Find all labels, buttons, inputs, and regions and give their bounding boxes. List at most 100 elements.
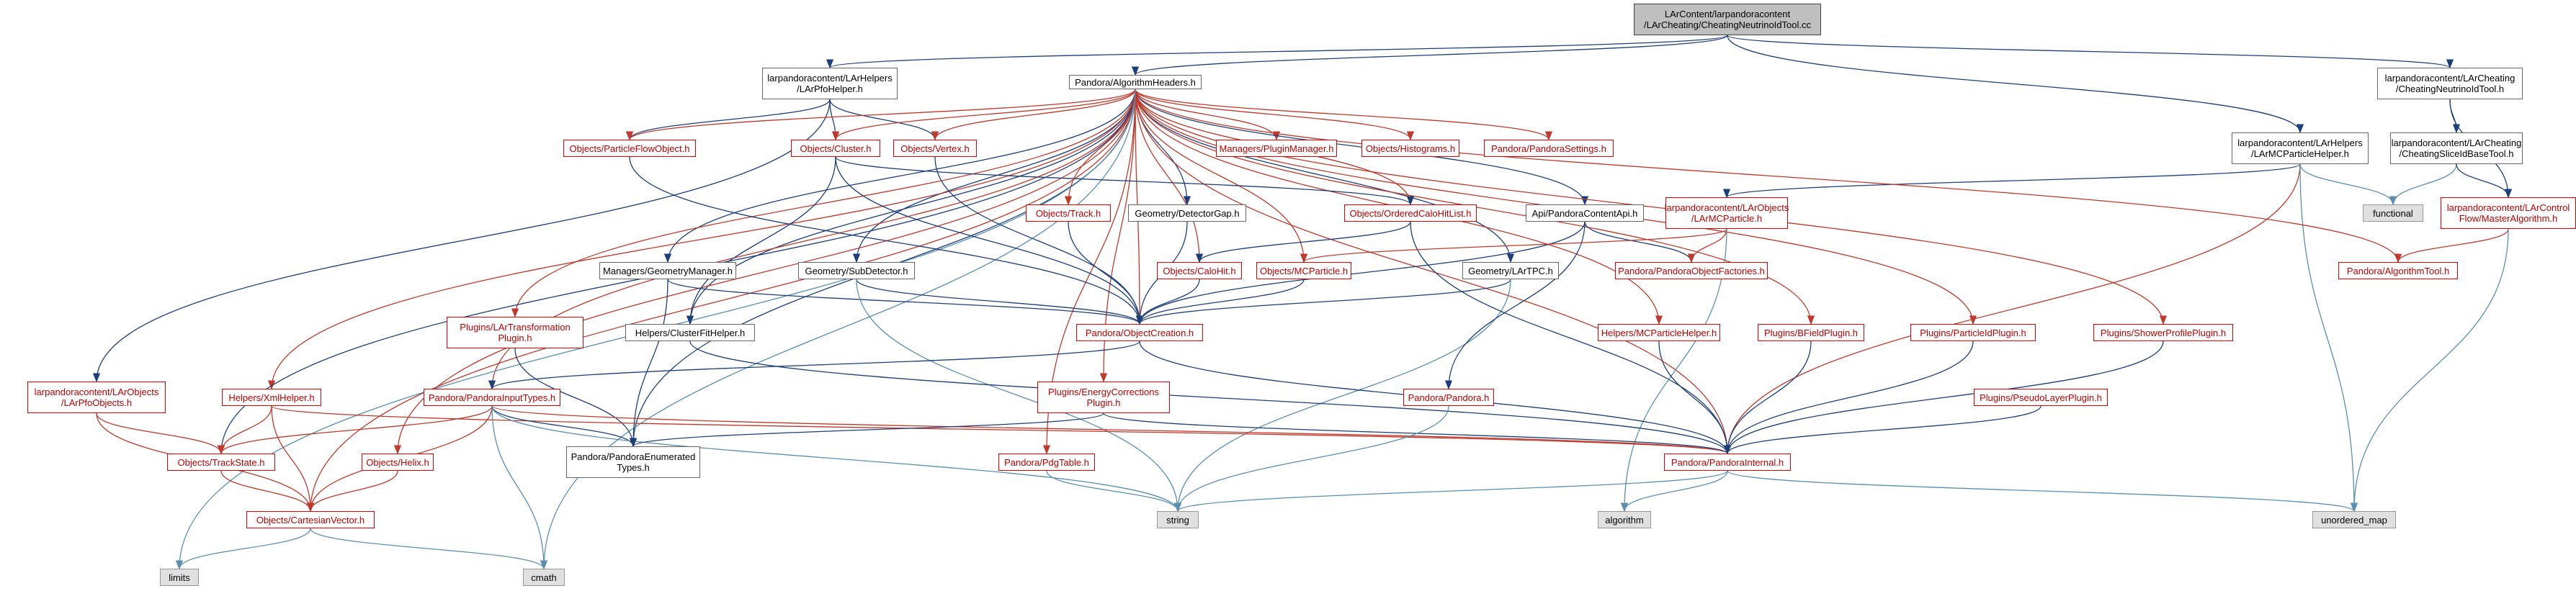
node-pdgtable[interactable]: Pandora/PdgTable.h: [998, 454, 1095, 471]
node-label: Pandora/AlgorithmHeaders.h: [1075, 76, 1196, 88]
edge-lpfoobjects-to-trackstate: [96, 412, 225, 455]
edge-algheaders-to-vertex: [931, 89, 1136, 141]
edge-lpfohelperh-to-cluster: [829, 99, 840, 141]
edge-algheaders-to-lartpc: [1135, 89, 1515, 263]
node-subdet[interactable]: Geometry/SubDetector.h: [798, 262, 915, 279]
edge-inputtypes-to-enumtypes: [491, 405, 638, 448]
node-label: Plugins/PseudoLayerPlugin.h: [1980, 392, 2102, 403]
node-label: Api/PandoraContentApi.h: [1531, 207, 1638, 219]
node-geommgr[interactable]: Managers/GeometryManager.h: [599, 262, 736, 279]
edge-pcapi-to-objfactories: [1584, 221, 1696, 263]
edge-algheaders-to-subdet: [852, 89, 1136, 263]
node-transplugin[interactable]: Plugins/LArTransformation Plugin.h: [447, 317, 583, 348]
edge-algheaders-to-pfoobj: [626, 89, 1136, 141]
edge-internal-to-algorithm: [1620, 470, 1728, 513]
node-pcapi[interactable]: Api/PandoraContentApi.h: [1526, 204, 1644, 222]
edge-lartpc-to-string: [1173, 279, 1511, 513]
edge-lpfohelperh-to-pfoobj: [625, 99, 831, 141]
edge-algheaders-to-helix: [393, 89, 1136, 455]
node-enumtypes[interactable]: Pandora/PandoraEnumerated Types.h: [566, 446, 700, 478]
edge-algheaders-to-calohit: [1135, 89, 1204, 263]
edge-internal-to-unordered: [1727, 470, 2358, 513]
node-orderedcalo[interactable]: Objects/OrderedCaloHitList.h: [1344, 204, 1477, 222]
node-label: LArContent/larpandoracontent /LArCheatin…: [1644, 9, 1811, 30]
edge-cluster-to-orderedcalo: [835, 156, 1414, 206]
node-objfactories[interactable]: Pandora/PandoraObjectFactories.h: [1615, 262, 1768, 279]
edge-algheaders-to-clusterfit: [686, 89, 1136, 325]
node-lartpc[interactable]: Geometry/LArTPC.h: [1462, 262, 1559, 279]
edge-internal-to-string: [1174, 470, 1728, 513]
node-xmlhelper[interactable]: Helpers/XmlHelper.h: [222, 389, 321, 406]
node-algheaders[interactable]: Pandora/AlgorithmHeaders.h: [1069, 75, 1202, 89]
node-lpfoobjects[interactable]: larpandoracontent/LArObjects /LArPfoObje…: [27, 382, 166, 413]
edge-energycorr-to-internal: [1103, 412, 1731, 455]
edge-energycorr-to-enumtypes: [630, 412, 1104, 448]
node-pfoobj[interactable]: Objects/ParticleFlowObject.h: [563, 140, 696, 157]
edge-masteralg-to-unordered: [2350, 228, 2509, 513]
node-cluster[interactable]: Objects/Cluster.h: [791, 140, 880, 157]
edge-cluster-to-objcreation: [835, 156, 1144, 325]
node-label: Objects/Helix.h: [366, 456, 429, 468]
node-label: Pandora/PandoraInputTypes.h: [428, 392, 556, 403]
node-label: Objects/Cluster.h: [800, 143, 872, 154]
node-pandorasettings[interactable]: Pandora/PandoraSettings.h: [1484, 140, 1614, 157]
node-track[interactable]: Objects/Track.h: [1026, 204, 1111, 222]
edge-slicetool-to-masteralg: [2456, 163, 2513, 199]
node-label: functional: [2373, 207, 2413, 219]
node-label: Geometry/LArTPC.h: [1468, 265, 1553, 276]
node-label: Objects/OrderedCaloHitList.h: [1349, 207, 1472, 219]
node-vertex[interactable]: Objects/Vertex.h: [893, 140, 977, 157]
node-pidplugin[interactable]: Plugins/ParticleIdPlugin.h: [1910, 324, 2036, 341]
node-label: Pandora/PandoraEnumerated Types.h: [571, 451, 696, 473]
edge-mcphelper-to-lmcparticle: [1723, 163, 2301, 199]
node-label: larpandoracontent/LArCheating /CheatingN…: [2384, 73, 2515, 94]
edge-showerplugin-to-internal: [1723, 340, 2164, 455]
edge-cartesian-to-cmath: [310, 528, 548, 570]
edge-algheaders-to-pandorasettings: [1135, 89, 1553, 141]
node-bfield[interactable]: Plugins/BFieldPlugin.h: [1758, 324, 1864, 341]
node-pseudolayer[interactable]: Plugins/PseudoLayerPlugin.h: [1974, 389, 2108, 406]
edge-pandorah-to-string: [1173, 405, 1449, 513]
node-showerplugin[interactable]: Plugins/ShowerProfilePlugin.h: [2093, 324, 2233, 341]
node-inputtypes[interactable]: Pandora/PandoraInputTypes.h: [424, 389, 560, 406]
node-calohit[interactable]: Objects/CaloHit.h: [1157, 262, 1242, 279]
node-algtool[interactable]: Pandora/AlgorithmTool.h: [2338, 262, 2458, 279]
edge-algheaders-to-showerplugin: [1135, 89, 2168, 325]
node-masteralg[interactable]: larpandoracontent/LArControl Flow/Master…: [2441, 197, 2576, 229]
node-cmath: cmath: [523, 569, 565, 586]
node-histograms[interactable]: Objects/Histograms.h: [1361, 140, 1459, 157]
edge-helix-to-cartesian: [306, 470, 398, 513]
edge-algheaders-to-pluginmgr: [1135, 89, 1281, 141]
node-pluginmgr[interactable]: Managers/PluginManager.h: [1216, 140, 1337, 157]
node-label: Helpers/MCParticleHelper.h: [1601, 327, 1717, 338]
node-cartesian[interactable]: Objects/CartesianVector.h: [246, 511, 375, 528]
node-lpfohelperh[interactable]: larpandoracontent/LArHelpers /LArPfoHelp…: [762, 68, 898, 99]
node-label: Objects/TrackState.h: [177, 456, 265, 468]
node-unordered: unordered_map: [2312, 511, 2396, 528]
node-objcreation[interactable]: Pandora/ObjectCreation.h: [1076, 324, 1203, 341]
node-internal[interactable]: Pandora/PandoraInternal.h: [1664, 454, 1791, 471]
node-label: Pandora/PandoraInternal.h: [1671, 456, 1784, 468]
node-mcparticle[interactable]: Objects/MCParticle.h: [1256, 262, 1351, 279]
node-helix[interactable]: Objects/Helix.h: [362, 454, 434, 471]
node-mcphelper2[interactable]: Helpers/MCParticleHelper.h: [1598, 324, 1720, 341]
node-energycorr[interactable]: Plugins/EnergyCorrections Plugin.h: [1037, 382, 1170, 413]
node-clusterfit[interactable]: Helpers/ClusterFitHelper.h: [625, 324, 755, 341]
node-trackstate[interactable]: Objects/TrackState.h: [167, 454, 275, 471]
node-pandorah[interactable]: Pandora/Pandora.h: [1403, 389, 1494, 406]
node-cheatnutool[interactable]: larpandoracontent/LArCheating /CheatingN…: [2377, 68, 2523, 99]
edge-cluster-to-clusterfit: [686, 156, 836, 325]
node-label: Objects/CartesianVector.h: [256, 514, 365, 525]
node-mcphelper[interactable]: larpandoracontent/LArHelpers /LArMCParti…: [2232, 132, 2369, 164]
edge-algheaders-to-histograms: [1135, 89, 1415, 141]
edge-subdet-to-objcreation: [856, 279, 1144, 325]
node-label: Objects/MCParticle.h: [1259, 265, 1349, 276]
node-slicetool[interactable]: larpandoracontent/LArCheating /CheatingS…: [2390, 132, 2523, 164]
node-label: Pandora/PdgTable.h: [1004, 456, 1089, 468]
edge-subdet-to-string: [856, 279, 1182, 513]
node-root[interactable]: LArContent/larpandoracontent /LArCheatin…: [1634, 4, 1821, 35]
node-lmcparticle[interactable]: larpandoracontent/LArObjects /LArMCParti…: [1665, 197, 1789, 229]
edge-algheaders-to-algtool: [1135, 89, 2402, 263]
node-detgap[interactable]: Geometry/DetectorGap.h: [1128, 204, 1246, 222]
